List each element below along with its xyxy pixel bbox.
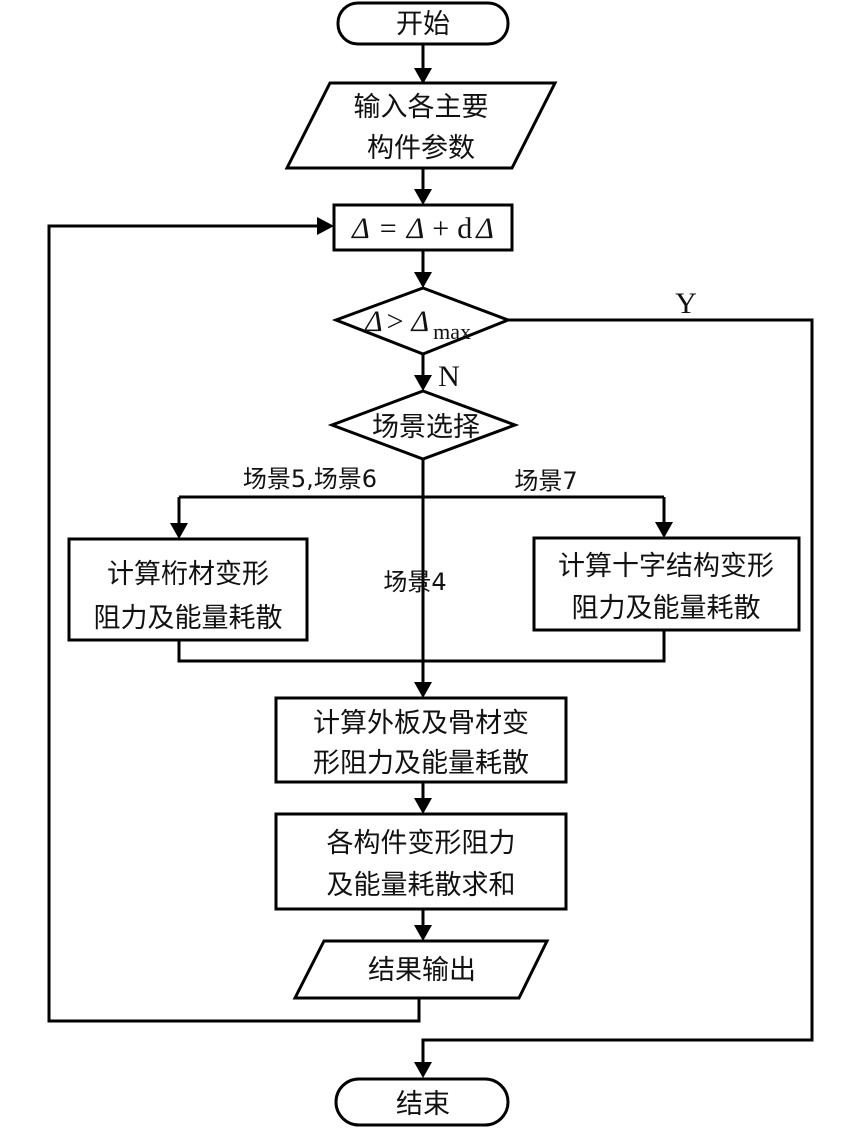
arrowhead	[414, 1062, 432, 1078]
arrowhead	[414, 375, 432, 391]
edge-check-end	[421, 318, 814, 1065]
edge-label-scenario-5-6: 场景5,场景6	[243, 465, 377, 493]
node-output: 结果输出	[292, 939, 550, 1000]
arrowhead	[414, 925, 432, 941]
arrowhead	[414, 68, 432, 84]
arrowhead	[317, 217, 334, 235]
node-plate: 计算外板及骨材变 形阻力及能量耗散	[274, 696, 568, 784]
increment-formula: Δ = Δ + d Δ	[351, 212, 494, 245]
node-girder: 计算桁材变形 阻力及能量耗散	[67, 537, 309, 642]
edge-label-no: N	[438, 360, 460, 393]
sum-label-line2: 及能量耗散求和	[327, 870, 516, 901]
node-increment: Δ = Δ + d Δ	[332, 203, 514, 252]
edge-merge	[177, 630, 666, 663]
output-parallelogram	[292, 939, 550, 1000]
plus-sign: +	[432, 212, 449, 245]
delta-symbol: Δ	[406, 212, 425, 245]
girder-box	[67, 537, 309, 642]
max-subscript: max	[433, 319, 471, 344]
input-label-line1: 输入各主要	[354, 92, 489, 123]
start-label: 开始	[396, 9, 450, 40]
delta-symbol: Δ	[475, 212, 494, 245]
end-label: 结束	[396, 1089, 450, 1120]
girder-label-line1: 计算桁材变形	[107, 559, 269, 590]
greater-than-sign: >	[387, 305, 404, 338]
edge-label-yes: Y	[675, 287, 697, 320]
plate-label-line2: 形阻力及能量耗散	[313, 748, 529, 779]
arrowhead	[414, 798, 432, 814]
arrowhead	[414, 189, 432, 205]
edge-label-scenario-4: 场景4	[383, 568, 446, 596]
cross-box	[532, 536, 801, 632]
node-input: 输入各主要 构件参数	[284, 81, 558, 170]
arrowhead	[414, 682, 432, 698]
scenario-label: 场景选择	[372, 412, 480, 443]
edge-label-scenario-7: 场景7	[514, 467, 577, 495]
plate-label-line1: 计算外板及骨材变	[313, 708, 529, 739]
output-label: 结果输出	[368, 955, 476, 986]
input-label-line2: 构件参数	[367, 133, 475, 164]
node-cross: 计算十字结构变形 阻力及能量耗散	[532, 536, 801, 632]
scenario-diamond	[327, 389, 520, 461]
cross-label-line1: 计算十字结构变形	[558, 551, 774, 582]
node-sum: 各构件变形阻力 及能量耗散求和	[274, 812, 568, 911]
plate-box	[274, 696, 568, 784]
node-check-max: Δ > Δ max	[331, 286, 513, 356]
edge-loop-back	[47, 224, 421, 1023]
sum-box	[274, 812, 568, 911]
differential-d: d	[457, 212, 472, 245]
arrowhead	[655, 522, 673, 538]
input-parallelogram	[284, 81, 558, 170]
sum-label-line1: 各构件变形阻力	[327, 828, 516, 859]
arrowhead	[170, 523, 188, 539]
arrowhead	[414, 272, 432, 288]
delta-symbol: Δ	[364, 305, 383, 338]
start-terminal	[336, 1, 510, 46]
node-scenario: 场景选择	[327, 389, 520, 461]
girder-label-line2: 阻力及能量耗散	[94, 603, 283, 634]
equals-sign: =	[380, 212, 397, 245]
check-max-condition: Δ > Δ max	[364, 305, 471, 344]
delta-symbol: Δ	[411, 305, 430, 338]
cross-label-line2: 阻力及能量耗散	[572, 593, 761, 624]
end-terminal	[334, 1077, 510, 1127]
check-max-diamond	[331, 286, 513, 356]
node-end: 结束	[334, 1077, 510, 1127]
delta-symbol: Δ	[351, 212, 370, 245]
node-start: 开始	[336, 1, 510, 46]
connectors	[47, 44, 814, 1078]
increment-box	[332, 203, 514, 252]
